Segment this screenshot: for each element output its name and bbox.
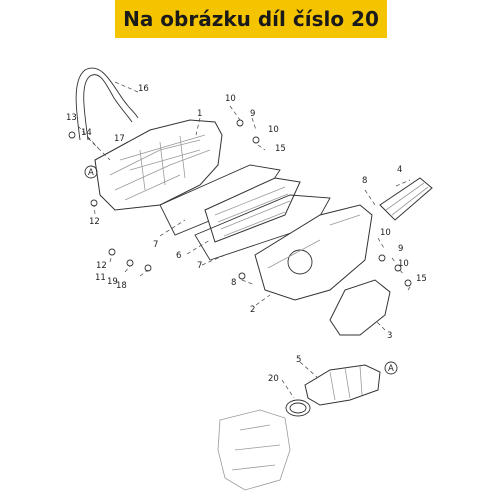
callout-8: 8: [362, 176, 367, 186]
fasteners: [68, 119, 412, 287]
callout-18: 18: [116, 281, 127, 291]
leader-lines: [77, 81, 411, 399]
callout-9: 9: [398, 244, 403, 254]
callout-16: 16: [138, 84, 149, 94]
callout-15: 15: [275, 144, 286, 154]
carburetor: [217, 409, 291, 491]
reference-marker-a: [384, 361, 398, 375]
carburetor-joint: [304, 364, 381, 406]
callout-14: 14: [81, 128, 92, 138]
callout-12: 12: [89, 217, 100, 227]
callout-7: 7: [153, 240, 158, 250]
callout-17: 17: [114, 134, 125, 144]
callout-4: 4: [397, 165, 402, 175]
callout-a: A: [388, 364, 394, 374]
callout-labels: 16 1 13 14 17 10 9 10 15 A 12 7 6 7 8 4 …: [66, 84, 427, 384]
callout-20: 20: [268, 374, 279, 384]
callout-11: 11: [95, 273, 106, 283]
callout-8: 8: [231, 278, 236, 288]
callout-9: 9: [250, 109, 255, 119]
title-banner: Na obrázku díl číslo 20: [115, 0, 387, 38]
air-cleaner-case: [94, 119, 223, 211]
callout-19: 19: [107, 277, 118, 287]
hose-clamp: [285, 399, 311, 417]
seal-gasket-upper: [194, 194, 331, 261]
callout-1: 1: [197, 109, 202, 119]
reference-marker-a: [84, 165, 98, 179]
callout-10: 10: [268, 125, 279, 135]
intake-duct: [379, 177, 433, 221]
callout-7: 7: [197, 261, 202, 271]
title-text: Na obrázku díl číslo 20: [123, 7, 379, 31]
breather-hose: [75, 67, 139, 141]
callout-10: 10: [380, 228, 391, 238]
callout-10: 10: [398, 259, 409, 269]
callout-12: 12: [96, 261, 107, 271]
callout-6: 6: [176, 251, 181, 261]
callout-a: A: [88, 168, 94, 178]
air-cleaner-cover: [254, 204, 373, 301]
callout-2: 2: [250, 305, 255, 315]
callout-13: 13: [66, 113, 77, 123]
air-filter-element: [204, 177, 301, 243]
callout-15: 15: [416, 274, 427, 284]
cover-plate: [329, 279, 391, 336]
callout-10: 10: [225, 94, 236, 104]
callout-5: 5: [296, 355, 301, 365]
callout-3: 3: [387, 331, 392, 341]
